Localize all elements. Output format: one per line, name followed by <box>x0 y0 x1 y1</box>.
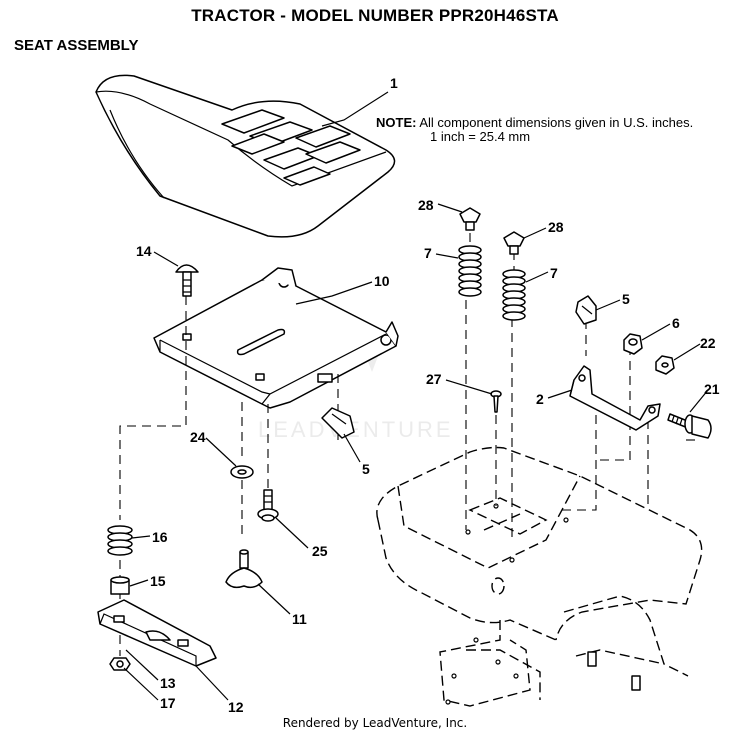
callout-13: 13 <box>160 675 176 691</box>
part-flange-bolt[interactable] <box>257 489 279 522</box>
callout-7-left: 7 <box>424 245 432 261</box>
part-screw[interactable] <box>490 390 502 413</box>
footer-credit: Rendered by LeadVenture, Inc. <box>282 716 468 730</box>
callout-12: 12 <box>228 699 244 715</box>
part-adjustment-knob[interactable] <box>225 549 263 589</box>
callout-17: 17 <box>160 695 176 711</box>
part-carriage-bolt[interactable] <box>175 264 199 297</box>
part-knob-28-right[interactable] <box>503 231 525 255</box>
dimension-note: NOTE: All component dimensions given in … <box>376 116 693 144</box>
note-label: NOTE: <box>376 115 417 130</box>
part-bracket[interactable] <box>569 365 661 431</box>
leader-lines <box>123 91 709 701</box>
callout-28-right: 28 <box>548 219 564 235</box>
part-seat[interactable] <box>95 74 396 238</box>
callout-6: 6 <box>672 315 680 331</box>
part-knob-28-left[interactable] <box>459 207 481 231</box>
callout-7-right: 7 <box>550 265 558 281</box>
part-washer[interactable] <box>230 465 254 479</box>
callout-5-left: 5 <box>362 461 370 477</box>
frame-fasteners <box>445 503 641 705</box>
part-spring-right[interactable] <box>502 269 526 321</box>
callout-27: 27 <box>426 371 442 387</box>
callout-22: 22 <box>700 335 716 351</box>
callout-11: 11 <box>292 611 307 627</box>
callout-14: 14 <box>136 243 152 259</box>
callout-25: 25 <box>312 543 328 559</box>
callout-28-left: 28 <box>418 197 434 213</box>
callout-15: 15 <box>150 573 166 589</box>
part-hex-bolt[interactable] <box>667 413 712 439</box>
callout-5-right: 5 <box>622 291 630 307</box>
part-spring-left[interactable] <box>458 245 482 297</box>
callout-21: 21 <box>704 381 720 397</box>
note-line-2: 1 inch = 25.4 mm <box>430 129 531 144</box>
part-nut-22[interactable] <box>655 355 675 375</box>
part-nut-6[interactable] <box>623 333 643 355</box>
part-spring-small[interactable] <box>107 525 133 556</box>
part-clip-right[interactable] <box>575 295 597 325</box>
part-bushing[interactable] <box>110 576 130 595</box>
page-title: TRACTOR - MODEL NUMBER PPR20H46STA <box>191 6 559 25</box>
callout-1: 1 <box>390 75 398 91</box>
callout-2: 2 <box>536 391 544 407</box>
note-line-1: All component dimensions given in U.S. i… <box>419 115 694 130</box>
callout-10: 10 <box>374 273 390 289</box>
callout-16: 16 <box>152 529 168 545</box>
callout-labels: 1 2 5 5 6 7 7 10 11 12 13 14 15 16 17 21… <box>136 75 720 715</box>
part-clip-left[interactable] <box>321 407 355 439</box>
watermark-text: LEADVENTURE <box>258 417 454 442</box>
part-nut-small[interactable] <box>109 657 131 671</box>
part-seat-pan[interactable] <box>153 267 399 409</box>
section-title: SEAT ASSEMBLY <box>14 37 139 54</box>
part-slide-plate[interactable] <box>97 599 217 667</box>
tractor-frame-outline <box>376 446 703 707</box>
callout-24: 24 <box>190 429 206 445</box>
